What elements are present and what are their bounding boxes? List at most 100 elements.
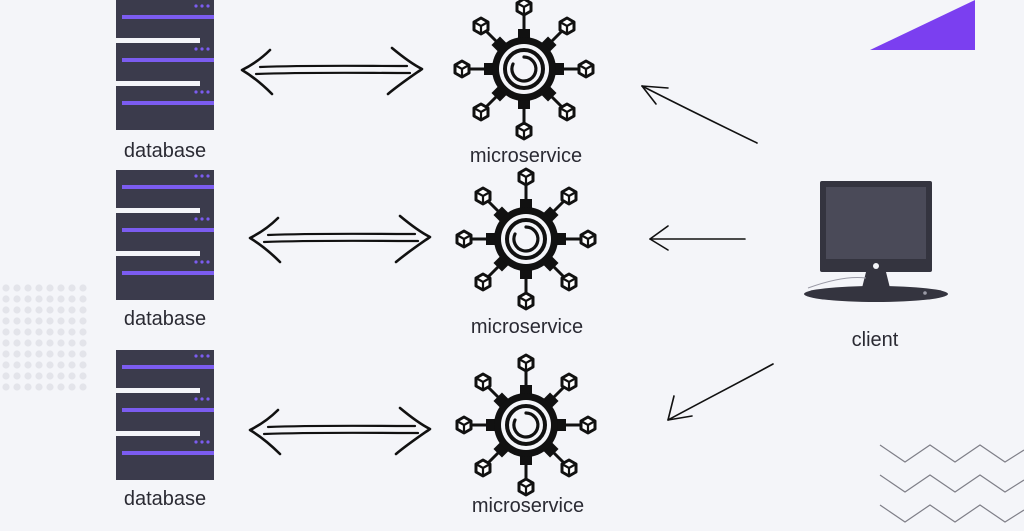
- decorative-dot: [24, 372, 32, 380]
- decorative-dot: [57, 339, 65, 347]
- decorative-dot: [46, 339, 54, 347]
- decorative-dot: [79, 350, 87, 358]
- decorative-dot: [2, 317, 10, 325]
- decorative-dot: [68, 306, 76, 314]
- decorative-dot: [46, 317, 54, 325]
- arrow-icon: [649, 225, 746, 251]
- decorative-dot: [68, 328, 76, 336]
- decorative-dot: [24, 350, 32, 358]
- decorative-dot: [46, 350, 54, 358]
- decorative-zigzag-lines: [879, 444, 1024, 523]
- decorative-dot: [57, 295, 65, 303]
- decorative-dot-grid: [2, 284, 87, 391]
- decorative-dot: [57, 350, 65, 358]
- double-arrow-icon: [240, 46, 424, 96]
- decorative-dot: [57, 383, 65, 391]
- decorative-dot: [79, 295, 87, 303]
- decorative-dot: [24, 339, 32, 347]
- decorative-dot: [46, 284, 54, 292]
- decorative-dot: [79, 317, 87, 325]
- decorative-dot: [13, 339, 21, 347]
- microservice-gear-icon: [455, 0, 593, 139]
- decorative-dot: [24, 328, 32, 336]
- decorative-dot: [35, 306, 43, 314]
- decorative-dot: [79, 383, 87, 391]
- decorative-dot: [68, 295, 76, 303]
- monitor-icon: [804, 181, 948, 302]
- decorative-purple-triangle: [870, 0, 975, 50]
- double-arrow-icon: [248, 214, 432, 264]
- decorative-dot: [2, 328, 10, 336]
- decorative-dot: [68, 350, 76, 358]
- decorative-dot: [24, 284, 32, 292]
- decorative-dot: [2, 284, 10, 292]
- double-arrow-icon: [248, 406, 432, 456]
- microservice-gear-icon: [457, 355, 595, 495]
- decorative-dot: [2, 372, 10, 380]
- decorative-dot: [79, 284, 87, 292]
- decorative-dot: [13, 350, 21, 358]
- decorative-dot: [79, 372, 87, 380]
- decorative-dot: [46, 372, 54, 380]
- decorative-dot: [46, 383, 54, 391]
- database-server-icon: [116, 350, 214, 480]
- decorative-dot: [13, 317, 21, 325]
- database-label: database: [123, 140, 207, 162]
- decorative-dot: [2, 339, 10, 347]
- decorative-dot: [35, 350, 43, 358]
- decorative-dot: [24, 361, 32, 369]
- decorative-dot: [13, 306, 21, 314]
- microservice-label: microservice: [471, 495, 585, 517]
- decorative-dot: [68, 383, 76, 391]
- decorative-dot: [35, 284, 43, 292]
- client-label: client: [851, 329, 899, 351]
- decorative-dot: [13, 328, 21, 336]
- decorative-dot: [68, 317, 76, 325]
- decorative-dot: [35, 361, 43, 369]
- decorative-dot: [13, 295, 21, 303]
- decorative-dot: [57, 317, 65, 325]
- decorative-dot: [2, 350, 10, 358]
- decorative-dot: [35, 372, 43, 380]
- decorative-dot: [35, 317, 43, 325]
- decorative-dot: [2, 383, 10, 391]
- decorative-dot: [57, 328, 65, 336]
- decorative-dot: [46, 295, 54, 303]
- decorative-dot: [68, 361, 76, 369]
- decorative-dot: [57, 306, 65, 314]
- database-server-icon: [116, 170, 214, 300]
- microservice-label: microservice: [469, 145, 583, 167]
- decorative-dot: [35, 328, 43, 336]
- decorative-dot: [79, 328, 87, 336]
- database-label: database: [123, 308, 207, 330]
- decorative-dot: [79, 306, 87, 314]
- decorative-dot: [46, 328, 54, 336]
- decorative-dot: [79, 339, 87, 347]
- decorative-dot: [46, 361, 54, 369]
- decorative-dot: [24, 317, 32, 325]
- decorative-dot: [57, 284, 65, 292]
- decorative-dot: [68, 372, 76, 380]
- microservice-label: microservice: [470, 316, 584, 338]
- decorative-dot: [35, 339, 43, 347]
- decorative-dot: [13, 284, 21, 292]
- decorative-dot: [24, 306, 32, 314]
- decorative-dot: [24, 383, 32, 391]
- decorative-dot: [57, 361, 65, 369]
- decorative-dot: [68, 339, 76, 347]
- decorative-dot: [46, 306, 54, 314]
- decorative-dot: [68, 284, 76, 292]
- decorative-dot: [2, 361, 10, 369]
- arrow-icon: [667, 363, 774, 421]
- decorative-dot: [24, 295, 32, 303]
- arrow-icon: [641, 85, 758, 144]
- decorative-dot: [57, 372, 65, 380]
- database-label: database: [123, 488, 207, 510]
- decorative-dot: [35, 383, 43, 391]
- decorative-dot: [13, 372, 21, 380]
- decorative-dot: [2, 306, 10, 314]
- decorative-dot: [79, 361, 87, 369]
- decorative-dot: [35, 295, 43, 303]
- microservice-gear-icon: [457, 169, 595, 309]
